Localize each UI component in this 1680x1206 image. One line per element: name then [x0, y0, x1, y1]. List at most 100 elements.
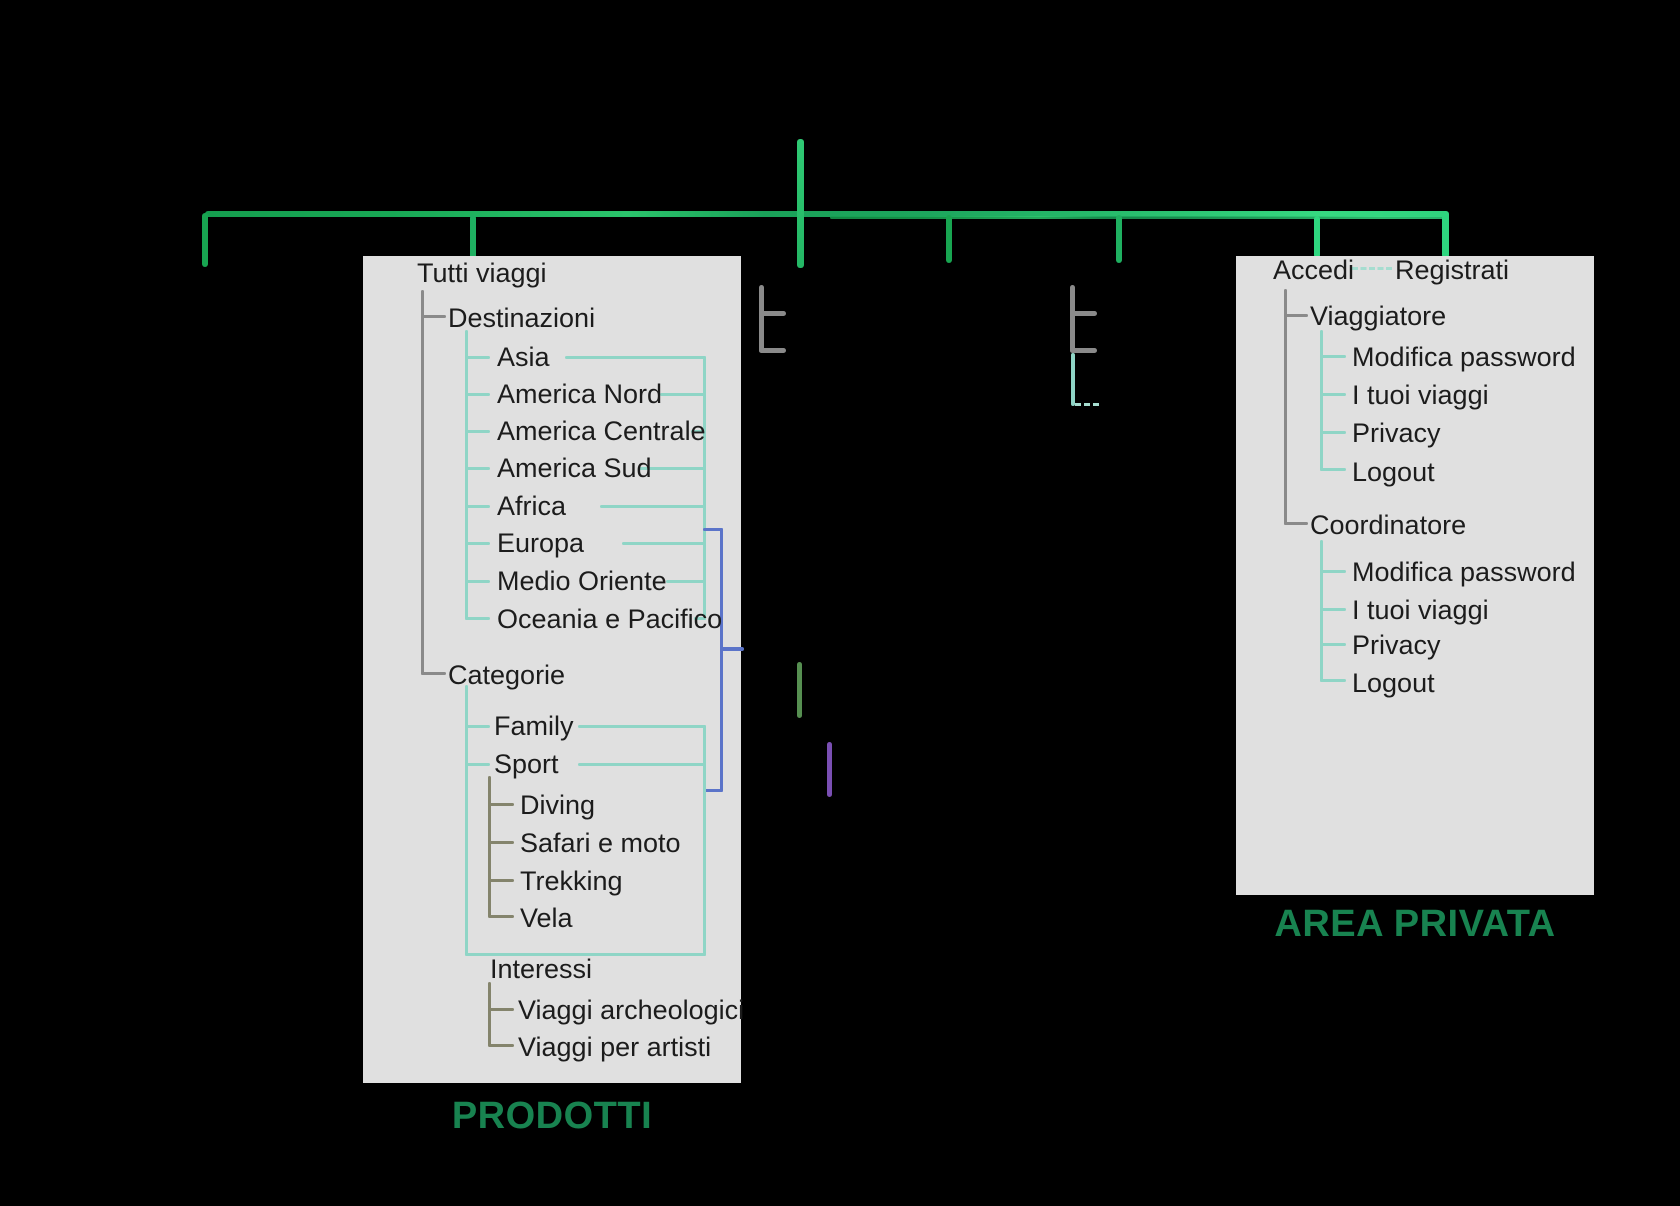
tree-drop-hidden-node-1	[946, 215, 952, 263]
sport-branch-diving	[488, 803, 514, 806]
node-coordinatore: Coordinatore	[1310, 510, 1467, 540]
accedi-registrati-dashed-link	[1352, 267, 1392, 270]
destinazioni-vertical	[465, 330, 468, 620]
link-oceania	[694, 617, 706, 620]
destinazioni-right-bracket	[703, 356, 706, 620]
destinazioni-branch-medio-oriente	[465, 580, 490, 583]
link-europa	[622, 542, 706, 545]
interessi-branch-archeologici	[488, 1008, 514, 1011]
node-america-nord: America Nord	[497, 379, 663, 409]
link-asia	[565, 356, 706, 359]
node-viaggi-per-artisti: Viaggi per artisti	[518, 1032, 712, 1062]
destinazioni-branch-oceania	[465, 617, 490, 620]
destinazioni-branch-america-nord	[465, 393, 490, 396]
categorie-bottom-horizontal	[465, 953, 706, 956]
floating-bracket1-elbow	[759, 348, 786, 353]
coordinatore-branch-privacy	[1320, 643, 1346, 646]
tree-main-bar-sketch-stroke	[830, 216, 1443, 219]
destinazioni-branch-america-centrale	[465, 430, 490, 433]
categorie-vertical	[465, 685, 468, 956]
area-coordinatore-elbow	[1284, 522, 1308, 525]
floating-green-connector	[797, 662, 802, 718]
floating-bracket2-teal-dashed-branch	[1075, 403, 1099, 406]
floating-bracket1-vertical	[759, 285, 764, 353]
node-viaggiatore-privacy: Privacy	[1352, 418, 1441, 448]
node-diving: Diving	[520, 790, 596, 820]
node-america-centrale: America Centrale	[497, 416, 706, 446]
coordinatore-branch-password	[1320, 570, 1346, 573]
node-viaggiatore: Viaggiatore	[1310, 301, 1447, 331]
node-interessi: Interessi	[490, 954, 593, 984]
floating-purple-connector	[827, 742, 832, 797]
viaggiatore-branch-logout-elbow	[1320, 468, 1346, 471]
node-europa: Europa	[497, 528, 585, 558]
area-viaggiatore-branch	[1284, 314, 1308, 317]
node-coordinatore-viaggi: I tuoi viaggi	[1352, 595, 1489, 625]
floating-bracket2-teal-vertical	[1071, 353, 1075, 406]
destinazioni-branch-asia	[465, 356, 490, 359]
coordinatore-vertical	[1320, 540, 1323, 682]
tree-drop-left-end	[202, 213, 208, 267]
link-family	[578, 725, 706, 728]
node-viaggiatore-viaggi: I tuoi viaggi	[1352, 380, 1489, 410]
coordinatore-branch-viaggi	[1320, 608, 1346, 611]
tree-drop-accedi	[1314, 216, 1320, 258]
link-africa	[600, 505, 706, 508]
prodotti-categorie-elbow	[421, 672, 446, 675]
node-sport: Sport	[494, 749, 559, 779]
categorie-right-bracket	[703, 725, 706, 956]
sport-vertical	[488, 776, 491, 917]
tree-root-vertical	[797, 139, 804, 268]
floating-bracket2-vertical	[1070, 285, 1075, 353]
destinazioni-branch-africa	[465, 505, 490, 508]
node-coordinatore-password: Modifica password	[1352, 557, 1576, 587]
link-america-centrale	[691, 430, 706, 433]
link-sport	[578, 763, 706, 766]
node-viaggi-archeologici: Viaggi archeologici	[518, 995, 745, 1025]
node-medio-oriente: Medio Oriente	[497, 566, 667, 596]
tree-drop-registrati	[1442, 211, 1449, 258]
node-viaggiatore-password: Modifica password	[1352, 342, 1576, 372]
destinazioni-branch-europa	[465, 542, 490, 545]
destinazioni-branch-america-sud	[465, 467, 490, 470]
coordinatore-branch-logout-elbow	[1320, 679, 1346, 682]
categorie-branch-sport	[465, 763, 490, 766]
blue-bracket-top	[703, 528, 723, 531]
node-family: Family	[494, 711, 574, 741]
prodotti-root-vertical	[421, 290, 424, 675]
viaggiatore-branch-viaggi	[1320, 393, 1346, 396]
node-africa: Africa	[497, 491, 567, 521]
floating-bracket1-branch	[759, 311, 786, 316]
link-medio-oriente	[666, 580, 706, 583]
interessi-branch-artisti-elbow	[488, 1044, 514, 1047]
viaggiatore-branch-privacy	[1320, 431, 1346, 434]
node-destinazioni: Destinazioni	[448, 303, 596, 333]
prodotti-caption: PRODOTTI	[451, 1095, 653, 1137]
sport-branch-trekking	[488, 879, 514, 882]
sport-branch-vela-elbow	[488, 915, 514, 918]
area-privata-panel	[1236, 256, 1594, 895]
node-oceania-pacifico: Oceania e Pacifico	[497, 604, 723, 634]
floating-bracket2-elbow	[1070, 348, 1097, 353]
node-safari-e-moto: Safari e moto	[520, 828, 681, 858]
node-asia: Asia	[497, 342, 550, 372]
area-privata-caption: AREA PRIVATA	[1274, 903, 1556, 945]
viaggiatore-branch-password	[1320, 355, 1346, 358]
node-coordinatore-logout: Logout	[1352, 668, 1435, 698]
node-tutti-viaggi: Tutti viaggi	[417, 258, 547, 288]
node-categorie: Categorie	[448, 660, 566, 690]
categorie-branch-family	[465, 725, 490, 728]
area-root-vertical	[1284, 289, 1287, 525]
viaggiatore-vertical	[1320, 330, 1323, 471]
node-america-sud: America Sud	[497, 453, 652, 483]
node-trekking: Trekking	[520, 866, 623, 896]
node-coordinatore-privacy: Privacy	[1352, 630, 1441, 660]
sport-branch-safari	[488, 841, 514, 844]
blue-bracket-vertical	[720, 528, 723, 792]
interessi-vertical	[488, 982, 491, 1046]
prodotti-destinazioni-branch	[421, 315, 446, 318]
node-accedi: Accedi	[1273, 255, 1355, 285]
blue-bracket-middle-stub	[720, 647, 744, 651]
node-viaggiatore-logout: Logout	[1352, 457, 1435, 487]
